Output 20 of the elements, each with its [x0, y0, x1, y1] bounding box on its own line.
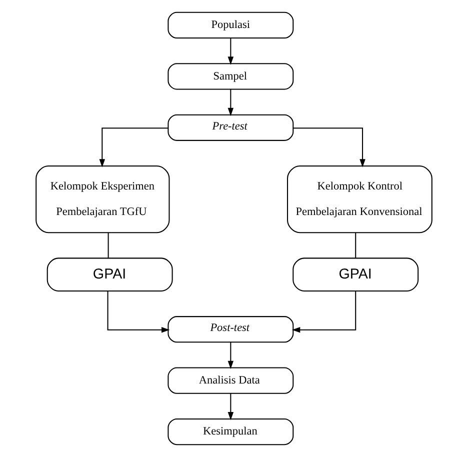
node-box: Kelompok Eksperimen Pembelajaran TGfU — [35, 166, 170, 234]
node-box: Kelompok Kontrol Pembelajaran Konvensional — [286, 166, 432, 234]
node-box: Populasi — [167, 12, 294, 39]
node-box: Pre-test — [167, 114, 294, 141]
node-box: Post-test — [167, 316, 294, 343]
arrow — [293, 128, 365, 168]
node-box: GPAI — [292, 258, 418, 292]
node-box: Sampel — [167, 63, 294, 90]
arrow — [98, 128, 168, 168]
node-box: Analisis Data — [167, 367, 294, 394]
connector — [107, 232, 108, 258]
arrow — [106, 291, 170, 333]
arrow — [227, 89, 234, 116]
arrow — [227, 342, 234, 370]
node-box: Kesimpulan — [167, 418, 294, 446]
connector — [354, 232, 356, 258]
arrow — [227, 38, 234, 65]
arrow — [227, 394, 234, 420]
node-box: GPAI — [46, 258, 172, 292]
arrow — [291, 291, 356, 333]
